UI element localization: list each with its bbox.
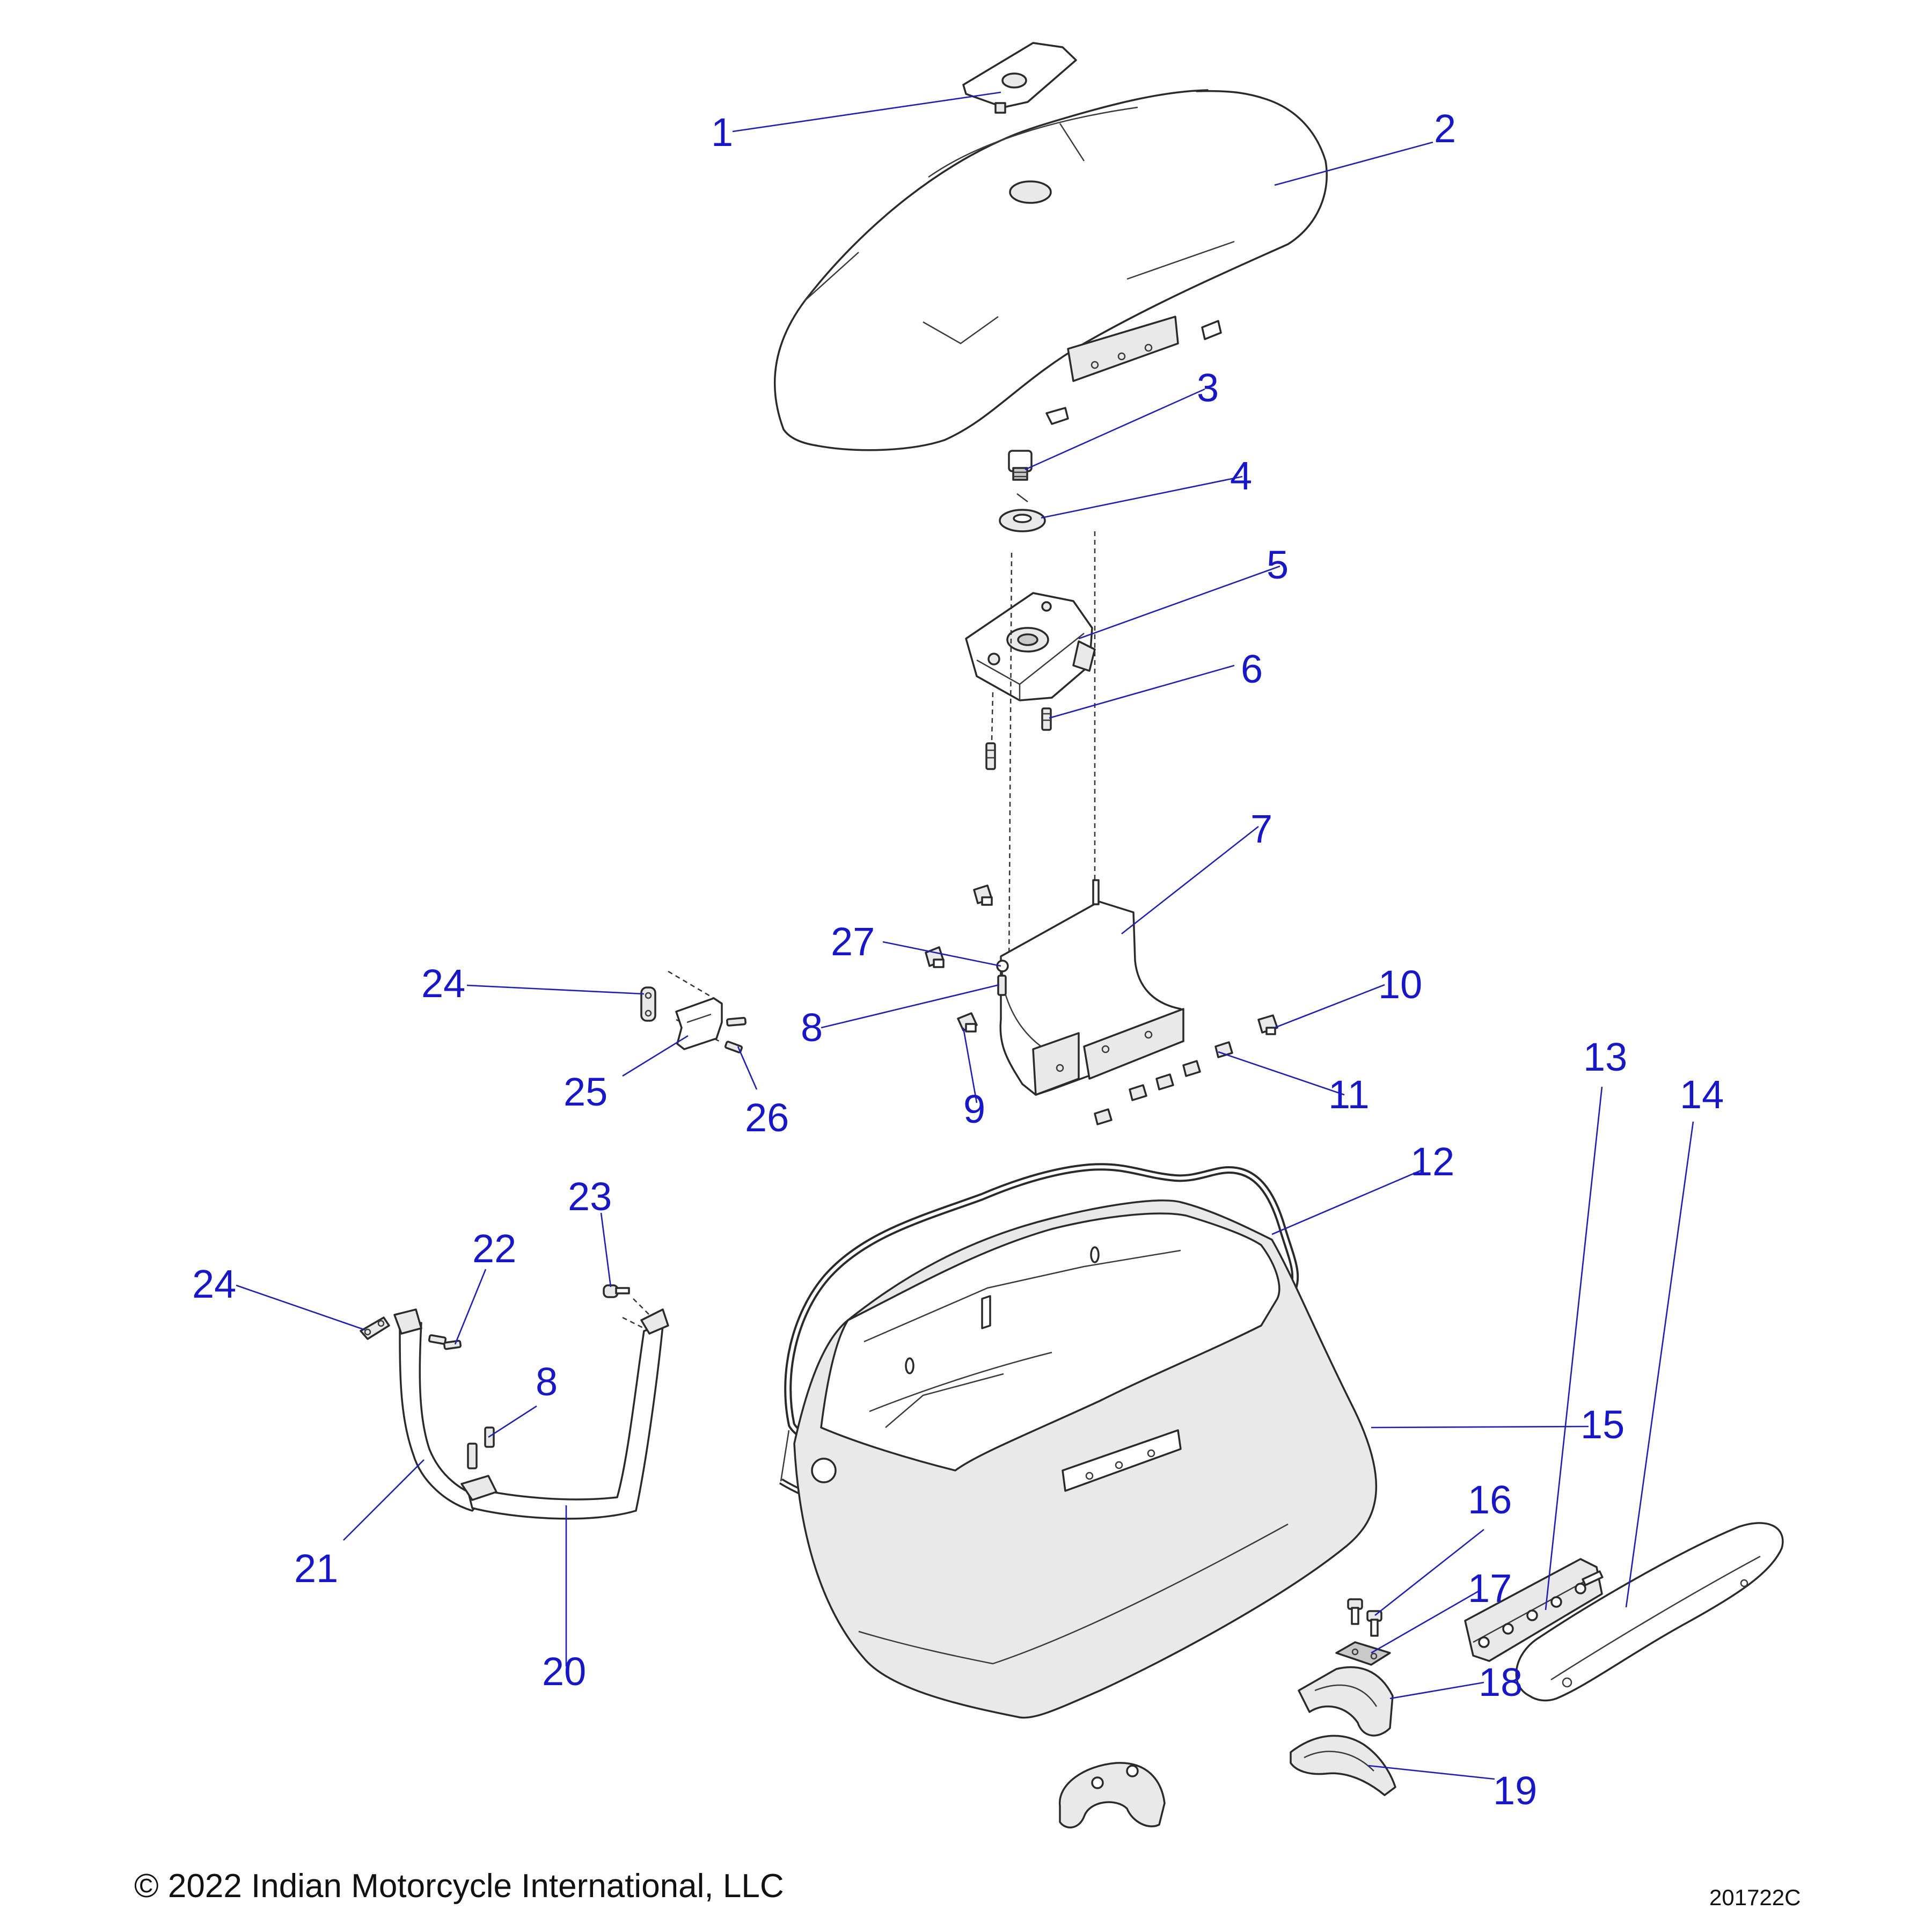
callout-24-upper: 24 <box>421 961 465 1006</box>
callout-7: 7 <box>1250 807 1272 851</box>
part-15-bag-body <box>793 1199 1378 1719</box>
part-22-screw <box>443 1340 462 1350</box>
part-1-lock-cover <box>962 42 1077 114</box>
callout-1: 1 <box>711 110 733 155</box>
callout-10: 10 <box>1378 962 1422 1007</box>
part-27-washer <box>996 960 1009 972</box>
part-3-lock-cylinder <box>1008 450 1033 481</box>
callout-4: 4 <box>1230 453 1252 498</box>
callout-20: 20 <box>542 1649 586 1694</box>
callout-labels: 1 2 3 4 5 6 7 27 8 9 10 11 12 13 14 15 1… <box>192 106 1724 1813</box>
part-7-hinge-bracket <box>999 879 1184 1096</box>
part-17-plate <box>1335 1641 1391 1666</box>
part-26-screws <box>724 1016 747 1053</box>
alignment-dashed-lines <box>622 531 1096 1332</box>
part-5-latch-housing <box>965 592 1096 701</box>
part-25-u-bracket <box>675 997 723 1050</box>
leader-lines <box>236 91 1694 1780</box>
callout-15: 15 <box>1580 1402 1624 1447</box>
callout-12: 12 <box>1410 1139 1454 1184</box>
callout-8-lower: 8 <box>536 1359 558 1404</box>
part-13-hinge <box>1464 1558 1604 1662</box>
part-23-screw <box>603 1284 630 1298</box>
lower-mount-block <box>1059 1762 1166 1828</box>
callout-3: 3 <box>1197 365 1219 410</box>
part-18-bumper <box>1298 1666 1394 1737</box>
callout-6: 6 <box>1241 647 1263 691</box>
callout-18: 18 <box>1479 1660 1523 1704</box>
callout-19: 19 <box>1493 1768 1537 1813</box>
callout-25: 25 <box>564 1070 608 1114</box>
callout-17: 17 <box>1468 1566 1512 1611</box>
callout-24-lower: 24 <box>192 1262 236 1306</box>
callout-5: 5 <box>1267 543 1289 587</box>
part-11-fasteners <box>1094 1041 1233 1125</box>
callout-23: 23 <box>568 1174 612 1219</box>
callout-13: 13 <box>1583 1035 1627 1079</box>
part-20-support-bracket <box>460 1308 669 1520</box>
callout-21: 21 <box>294 1546 338 1591</box>
part-24-clip-lower <box>360 1316 390 1340</box>
part-10-fastener <box>1257 1014 1278 1035</box>
callout-8-upper: 8 <box>801 1005 823 1050</box>
copyright-notice: © 2022 Indian Motorcycle International, … <box>134 1868 784 1905</box>
figure-code: 201722C <box>1709 1885 1801 1910</box>
part-6-screw <box>1041 707 1052 731</box>
callout-14: 14 <box>1680 1072 1724 1117</box>
part-16-bolts <box>1347 1598 1382 1637</box>
callout-11: 11 <box>1328 1072 1370 1117</box>
part-14-hinge-cover <box>1515 1522 1784 1702</box>
pushpin-fasteners-top <box>925 884 993 968</box>
callout-2: 2 <box>1434 106 1456 151</box>
part-8-screw-lower <box>467 1426 495 1469</box>
part-9-fastener <box>957 1012 978 1033</box>
latch-screw-left <box>985 742 996 770</box>
callout-26: 26 <box>745 1095 789 1140</box>
part-4-grommet <box>999 493 1046 532</box>
callout-27: 27 <box>831 919 875 964</box>
callout-9: 9 <box>963 1087 985 1131</box>
part-19-cushion <box>1290 1735 1396 1796</box>
callout-16: 16 <box>1468 1477 1512 1522</box>
part-24-clip-upper <box>640 986 656 1022</box>
part-2-lid-shell <box>773 89 1328 451</box>
callout-22: 22 <box>472 1226 516 1271</box>
